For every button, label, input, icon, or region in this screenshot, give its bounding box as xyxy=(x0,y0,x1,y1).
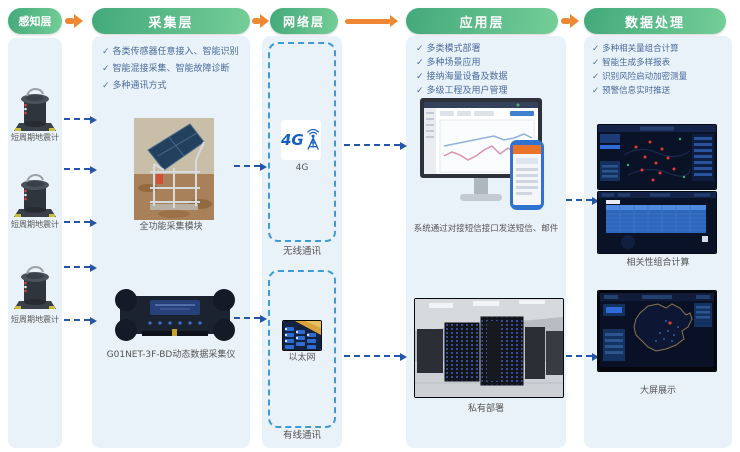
header-arrow-icon xyxy=(561,13,579,29)
figure-caption: 私有部署 xyxy=(467,404,504,414)
bullet-text: 智能混接采集、智能故障诊断 xyxy=(112,64,230,74)
layer-pill-network: 网络层 xyxy=(270,8,338,34)
flow-arrow-icon xyxy=(64,264,97,272)
bullet-item: ✓智能生成多样报表 xyxy=(592,56,730,70)
flow-arrow-icon xyxy=(566,353,599,361)
big-screen-map-display-screenshot xyxy=(597,290,717,372)
bullet-item: ✓多种通讯方式 xyxy=(102,78,248,95)
bullet-text: 多种场景应用 xyxy=(426,58,481,68)
bullet-item: ✓接纳海量设备及数据 xyxy=(416,70,562,84)
check-icon: ✓ xyxy=(102,47,110,57)
flow-arrow-icon xyxy=(234,163,267,171)
group-caption: 有线通讯 xyxy=(282,430,321,441)
check-icon: ✓ xyxy=(416,58,424,68)
check-icon: ✓ xyxy=(592,86,600,96)
bullet-text: 多种相关量组合计算 xyxy=(602,44,679,54)
bullet-item: ✓多级工程及用户管理 xyxy=(416,84,562,98)
correlation-table-dashboard-screenshot xyxy=(597,191,717,254)
bullet-text: 多种通讯方式 xyxy=(112,81,167,91)
flow-arrow-icon xyxy=(344,353,407,361)
bullet-text: 多级工程及用户管理 xyxy=(426,86,508,96)
monitoring-map-dashboard-screenshot xyxy=(597,124,717,190)
layer-pill-collection: 采集层 xyxy=(92,8,250,34)
bullet-item: ✓预警信息实时推送 xyxy=(592,84,730,98)
ethernet-cables-photo xyxy=(282,320,322,351)
flow-arrow-icon xyxy=(344,142,407,150)
bullet-text: 智能生成多样报表 xyxy=(602,58,671,68)
icon-caption: 以太网 xyxy=(288,353,316,363)
seismometer-illustration xyxy=(14,266,56,309)
bullet-text: 识别风险启动加密测量 xyxy=(602,72,688,82)
bullet-text: 多类模式部署 xyxy=(426,44,481,54)
solar-collection-station-photo xyxy=(134,118,214,220)
flow-arrow-icon xyxy=(64,317,97,325)
collection-column-bg xyxy=(92,36,250,448)
device-caption: 短周期地震计 xyxy=(11,315,59,324)
server-room-photo xyxy=(414,298,564,398)
flow-arrow-icon xyxy=(64,219,97,227)
header-arrow-icon xyxy=(252,13,269,29)
check-icon: ✓ xyxy=(592,58,600,68)
check-icon: ✓ xyxy=(592,72,600,82)
bullet-item: ✓识别风险启动加密测量 xyxy=(592,70,730,84)
bullet-item: ✓多种相关量组合计算 xyxy=(592,42,730,56)
icon-caption: 4G xyxy=(295,163,309,173)
device-caption: 短周期地震计 xyxy=(11,220,59,229)
layer-pill-dataprocessing: 数据处理 xyxy=(584,8,726,34)
monitoring-software-monitor-phone-photo xyxy=(420,98,544,210)
bullet-item: ✓各类传感器任意接入、智能识别 xyxy=(102,44,248,61)
antenna-tower-icon xyxy=(306,128,320,150)
bullet-item: ✓多类模式部署 xyxy=(416,42,562,56)
application-bullet-list: ✓多类模式部署 ✓多种场景应用 ✓接纳海量设备及数据 ✓多级工程及用户管理 xyxy=(416,42,562,98)
bullet-item: ✓智能混接采集、智能故障诊断 xyxy=(102,61,248,78)
header-arrow-icon xyxy=(65,13,83,29)
check-icon: ✓ xyxy=(416,72,424,82)
figure-caption: 大屏展示 xyxy=(639,386,676,396)
figure-caption: 全功能采集模块 xyxy=(139,222,203,232)
figure-caption: G01NET-3F-BD动态数据采集仪 xyxy=(106,350,236,360)
4g-icon: 4G xyxy=(281,120,321,160)
flow-arrow-icon xyxy=(566,197,599,205)
figure-caption: 系统通过对接短信接口发送短信、邮件 xyxy=(413,224,559,234)
flow-arrow-icon xyxy=(234,315,267,323)
collection-bullet-list: ✓各类传感器任意接入、智能识别 ✓智能混接采集、智能故障诊断 ✓多种通讯方式 xyxy=(102,44,248,95)
bullet-item: ✓多种场景应用 xyxy=(416,56,562,70)
figure-caption: 相关性组合计算 xyxy=(626,258,690,268)
wireless-group-box xyxy=(268,42,336,242)
seismometer-illustration xyxy=(14,174,56,217)
check-icon: ✓ xyxy=(592,44,600,54)
check-icon: ✓ xyxy=(416,86,424,96)
check-icon: ✓ xyxy=(102,64,110,74)
dataprocessing-bullet-list: ✓多种相关量组合计算 ✓智能生成多样报表 ✓识别风险启动加密测量 ✓预警信息实时… xyxy=(592,42,730,98)
layer-pill-perception: 感知层 xyxy=(8,8,62,34)
bullet-text: 接纳海量设备及数据 xyxy=(426,72,508,82)
wired-group-box xyxy=(268,270,336,428)
4g-icon-text: 4G xyxy=(281,131,304,149)
device-caption: 短周期地震计 xyxy=(11,133,59,142)
seismometer-illustration xyxy=(14,88,56,131)
check-icon: ✓ xyxy=(102,81,110,91)
bullet-text: 各类传感器任意接入、智能识别 xyxy=(112,47,239,57)
header-long-arrow-icon xyxy=(345,13,398,29)
data-acquisition-instrument-photo xyxy=(115,289,235,341)
flow-arrow-icon xyxy=(64,116,97,124)
network-column-bg xyxy=(262,36,342,448)
check-icon: ✓ xyxy=(416,44,424,54)
bullet-text: 预警信息实时推送 xyxy=(602,86,671,96)
group-caption: 无线通讯 xyxy=(282,246,321,257)
flow-arrow-icon xyxy=(64,166,97,174)
layer-pill-application: 应用层 xyxy=(406,8,558,34)
